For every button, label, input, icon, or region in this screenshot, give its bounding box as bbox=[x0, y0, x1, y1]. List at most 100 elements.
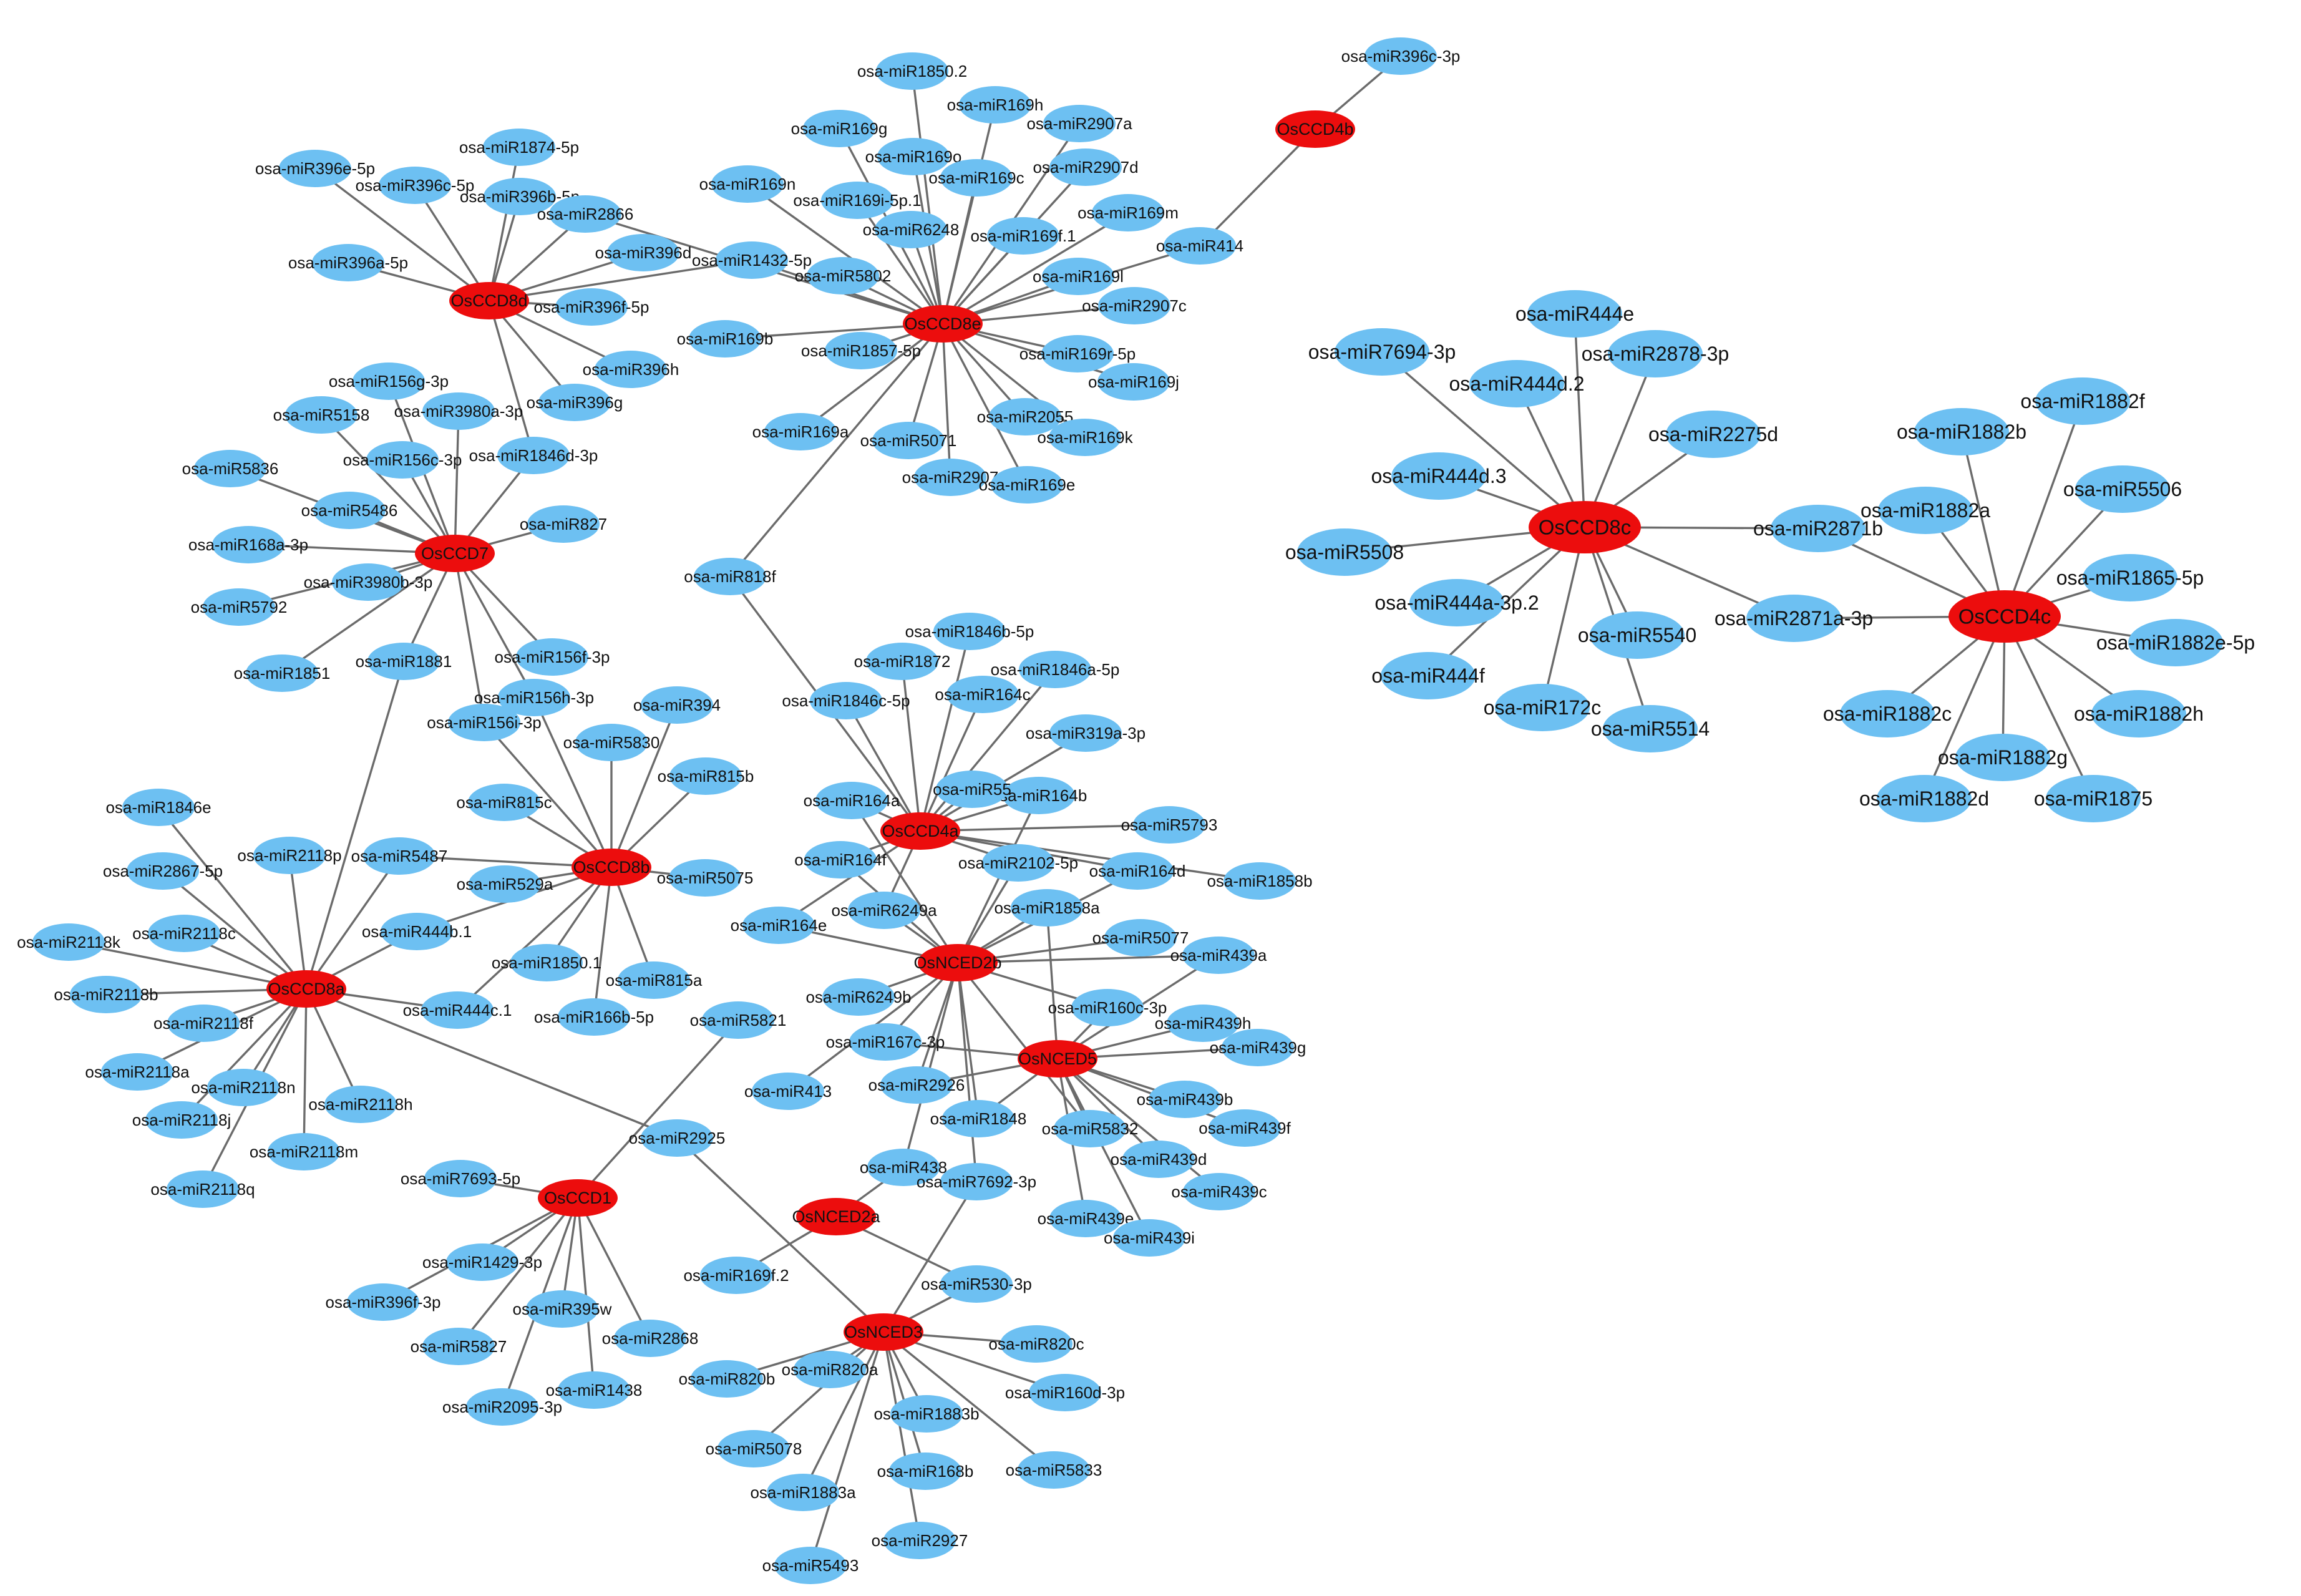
mirna-node-osa-mir1882b[interactable]: osa-miR1882b bbox=[1897, 408, 2026, 455]
mirna-node-osa-mir530-3p[interactable]: osa-miR530-3p bbox=[921, 1265, 1032, 1303]
mirna-node-osa-mir1438[interactable]: osa-miR1438 bbox=[546, 1371, 643, 1409]
mirna-node-osa-mir1846c-5p[interactable]: osa-miR1846c-5p bbox=[782, 682, 910, 719]
mirna-node-osa-mir396f-3p[interactable]: osa-miR396f-3p bbox=[326, 1283, 441, 1321]
mirna-node-osa-mir2907a[interactable]: osa-miR2907a bbox=[1026, 105, 1132, 142]
mirna-node-osa-mir169f-2[interactable]: osa-miR169f.2 bbox=[683, 1257, 789, 1294]
mirna-node-osa-mir167c-3p[interactable]: osa-miR167c-3p bbox=[826, 1023, 945, 1061]
mirna-node-osa-mir1850-2[interactable]: osa-miR1850.2 bbox=[857, 52, 967, 90]
mirna-node-osa-mir156g-3p[interactable]: osa-miR156g-3p bbox=[329, 363, 449, 400]
mirna-node-osa-mir5486[interactable]: osa-miR5486 bbox=[301, 492, 398, 529]
mirna-node-osa-mir5833[interactable]: osa-miR5833 bbox=[1006, 1451, 1102, 1489]
mirna-node-osa-mir2926[interactable]: osa-miR2926 bbox=[868, 1066, 965, 1104]
mirna-node-osa-mir815a[interactable]: osa-miR815a bbox=[606, 961, 703, 999]
mirna-node-osa-mir2118p[interactable]: osa-miR2118p bbox=[237, 837, 342, 874]
mirna-node-osa-mir2095-3p[interactable]: osa-miR2095-3p bbox=[442, 1388, 562, 1426]
mirna-node-osa-mir1846b-5p[interactable]: osa-miR1846b-5p bbox=[905, 613, 1034, 650]
mirna-node-osa-mir172c[interactable]: osa-miR172c bbox=[1484, 684, 1602, 731]
mirna-node-osa-mir169c[interactable]: osa-miR169c bbox=[928, 159, 1024, 197]
mirna-node-osa-mir396d[interactable]: osa-miR396d bbox=[595, 234, 692, 271]
mirna-node-osa-mir414[interactable]: osa-miR414 bbox=[1156, 227, 1243, 265]
mirna-node-osa-mir160d-3p[interactable]: osa-miR160d-3p bbox=[1005, 1374, 1125, 1411]
mirna-node-osa-mir820c[interactable]: osa-miR820c bbox=[988, 1325, 1084, 1363]
mirna-node-osa-mir439b[interactable]: osa-miR439b bbox=[1137, 1081, 1233, 1118]
mirna-node-osa-mir1882c[interactable]: osa-miR1882c bbox=[1823, 690, 1952, 737]
mirna-node-osa-mir444f[interactable]: osa-miR444f bbox=[1371, 652, 1485, 699]
mirna-node-osa-mir1429-3p[interactable]: osa-miR1429-3p bbox=[422, 1243, 542, 1281]
mirna-node-osa-mir444d-3[interactable]: osa-miR444d.3 bbox=[1371, 452, 1507, 500]
mirna-node-osa-mir2118k[interactable]: osa-miR2118k bbox=[17, 923, 121, 961]
mirna-node-osa-mir815b[interactable]: osa-miR815b bbox=[658, 757, 754, 795]
mirna-node-osa-mir1882a[interactable]: osa-miR1882a bbox=[1861, 487, 1990, 534]
mirna-node-osa-mir5158[interactable]: osa-miR5158 bbox=[273, 396, 370, 434]
gene-node-osccd8d[interactable]: OsCCD8d bbox=[449, 282, 529, 319]
gene-node-osnced2a[interactable]: OsNCED2a bbox=[792, 1198, 880, 1235]
mirna-node-osa-mir55[interactable]: osa-miR55 bbox=[933, 771, 1011, 808]
mirna-node-osa-mir396f-5p[interactable]: osa-miR396f-5p bbox=[534, 288, 649, 326]
gene-node-osccd8e[interactable]: OsCCD8e bbox=[903, 305, 983, 343]
mirna-node-osa-mir2118h[interactable]: osa-miR2118h bbox=[308, 1086, 413, 1123]
mirna-node-osa-mir815c[interactable]: osa-miR815c bbox=[456, 784, 552, 821]
mirna-node-osa-mir444c-1[interactable]: osa-miR444c.1 bbox=[403, 991, 512, 1029]
mirna-node-osa-mir3980b-3p[interactable]: osa-miR3980b-3p bbox=[304, 563, 433, 601]
mirna-node-osa-mir1432-5p[interactable]: osa-miR1432-5p bbox=[692, 241, 812, 279]
mirna-node-osa-mir1882e-5p[interactable]: osa-miR1882e-5p bbox=[2096, 619, 2255, 666]
mirna-node-osa-mir2118j[interactable]: osa-miR2118j bbox=[132, 1101, 231, 1139]
mirna-node-osa-mir818f[interactable]: osa-miR818f bbox=[684, 558, 776, 595]
mirna-node-osa-mir5508[interactable]: osa-miR5508 bbox=[1285, 528, 1404, 576]
mirna-node-osa-mir5832[interactable]: osa-miR5832 bbox=[1042, 1110, 1139, 1147]
mirna-node-osa-mir439h[interactable]: osa-miR439h bbox=[1155, 1005, 1252, 1042]
mirna-node-osa-mir1875[interactable]: osa-miR1875 bbox=[2034, 775, 2153, 822]
mirna-node-osa-mir169e[interactable]: osa-miR169e bbox=[979, 466, 1076, 504]
mirna-node-osa-mir396e-5p[interactable]: osa-miR396e-5p bbox=[255, 150, 375, 187]
mirna-node-osa-mir2927[interactable]: osa-miR2927 bbox=[872, 1522, 968, 1559]
mirna-node-osa-mir169a[interactable]: osa-miR169a bbox=[752, 413, 849, 450]
mirna-node-osa-mir5836[interactable]: osa-miR5836 bbox=[182, 450, 279, 487]
mirna-node-osa-mir444b-1[interactable]: osa-miR444b.1 bbox=[362, 913, 472, 950]
mirna-node-osa-mir1857-5p[interactable]: osa-miR1857-5p bbox=[801, 332, 921, 369]
mirna-node-osa-mir2907c[interactable]: osa-miR2907c bbox=[1082, 287, 1187, 324]
mirna-node-osa-mir396a-5p[interactable]: osa-miR396a-5p bbox=[288, 244, 408, 281]
mirna-node-osa-mir169i-5p-1[interactable]: osa-miR169i-5p.1 bbox=[793, 182, 922, 219]
mirna-node-osa-mir2866[interactable]: osa-miR2866 bbox=[537, 195, 634, 233]
mirna-node-osa-mir2868[interactable]: osa-miR2868 bbox=[602, 1320, 699, 1357]
mirna-node-osa-mir1846a-5p[interactable]: osa-miR1846a-5p bbox=[991, 651, 1120, 688]
mirna-node-osa-mir2907d[interactable]: osa-miR2907d bbox=[1033, 148, 1139, 186]
gene-node-osccd8a[interactable]: OsCCD8a bbox=[266, 970, 346, 1008]
mirna-node-osa-mir5075[interactable]: osa-miR5075 bbox=[657, 859, 754, 897]
mirna-node-osa-mir439g[interactable]: osa-miR439g bbox=[1210, 1029, 1306, 1066]
mirna-node-osa-mir529a[interactable]: osa-miR529a bbox=[457, 865, 553, 903]
mirna-node-osa-mir5830[interactable]: osa-miR5830 bbox=[563, 724, 660, 761]
mirna-node-osa-mir1851[interactable]: osa-miR1851 bbox=[234, 654, 331, 692]
gene-node-osccd4a[interactable]: OsCCD4a bbox=[880, 812, 960, 850]
mirna-node-osa-mir2102-5p[interactable]: osa-miR2102-5p bbox=[958, 844, 1078, 882]
mirna-node-osa-mir2118b[interactable]: osa-miR2118b bbox=[54, 976, 158, 1013]
mirna-node-osa-mir5514[interactable]: osa-miR5514 bbox=[1591, 705, 1710, 752]
mirna-node-osa-mir168a-3p[interactable]: osa-miR168a-3p bbox=[188, 526, 308, 563]
mirna-node-osa-mir5802[interactable]: osa-miR5802 bbox=[795, 257, 892, 294]
mirna-node-osa-mir396g[interactable]: osa-miR396g bbox=[527, 384, 623, 421]
mirna-node-osa-mir396c-5p[interactable]: osa-miR396c-5p bbox=[356, 167, 475, 204]
mirna-node-osa-mir2118a[interactable]: osa-miR2118a bbox=[85, 1053, 190, 1091]
mirna-node-osa-mir396c-3p[interactable]: osa-miR396c-3p bbox=[1341, 37, 1461, 75]
mirna-node-osa-mir164c[interactable]: osa-miR164c bbox=[935, 676, 1031, 713]
mirna-node-osa-mir166b-5p[interactable]: osa-miR166b-5p bbox=[534, 998, 654, 1036]
mirna-node-osa-mir168b[interactable]: osa-miR168b bbox=[877, 1452, 974, 1490]
mirna-node-osa-mir2055[interactable]: osa-miR2055 bbox=[977, 398, 1074, 435]
mirna-node-osa-mir820b[interactable]: osa-miR820b bbox=[679, 1360, 776, 1398]
mirna-node-osa-mir5821[interactable]: osa-miR5821 bbox=[690, 1001, 787, 1039]
mirna-node-osa-mir1872[interactable]: osa-miR1872 bbox=[854, 643, 951, 680]
mirna-node-osa-mir5078[interactable]: osa-miR5078 bbox=[706, 1430, 802, 1467]
mirna-node-osa-mir156i-3p[interactable]: osa-miR156i-3p bbox=[427, 704, 542, 741]
mirna-node-osa-mir1883b[interactable]: osa-miR1883b bbox=[873, 1395, 980, 1433]
mirna-node-osa-mir2867-5p[interactable]: osa-miR2867-5p bbox=[103, 852, 223, 890]
mirna-node-osa-mir2118q[interactable]: osa-miR2118q bbox=[150, 1170, 255, 1208]
mirna-node-osa-mir2925[interactable]: osa-miR2925 bbox=[629, 1119, 726, 1157]
gene-node-osccd8c[interactable]: OsCCD8c bbox=[1529, 501, 1641, 553]
mirna-node-osa-mir169g[interactable]: osa-miR169g bbox=[791, 110, 888, 147]
mirna-node-osa-mir6248[interactable]: osa-miR6248 bbox=[863, 211, 960, 248]
mirna-node-osa-mir439e[interactable]: osa-miR439e bbox=[1038, 1200, 1134, 1237]
mirna-node-osa-mir2118n[interactable]: osa-miR2118n bbox=[191, 1069, 296, 1106]
gene-node-osnced2b[interactable]: OsNCED2b bbox=[913, 944, 1002, 981]
mirna-node-osa-mir164e[interactable]: osa-miR164e bbox=[731, 907, 827, 944]
mirna-node-osa-mir2871a-3p[interactable]: osa-miR2871a-3p bbox=[1715, 595, 1873, 642]
